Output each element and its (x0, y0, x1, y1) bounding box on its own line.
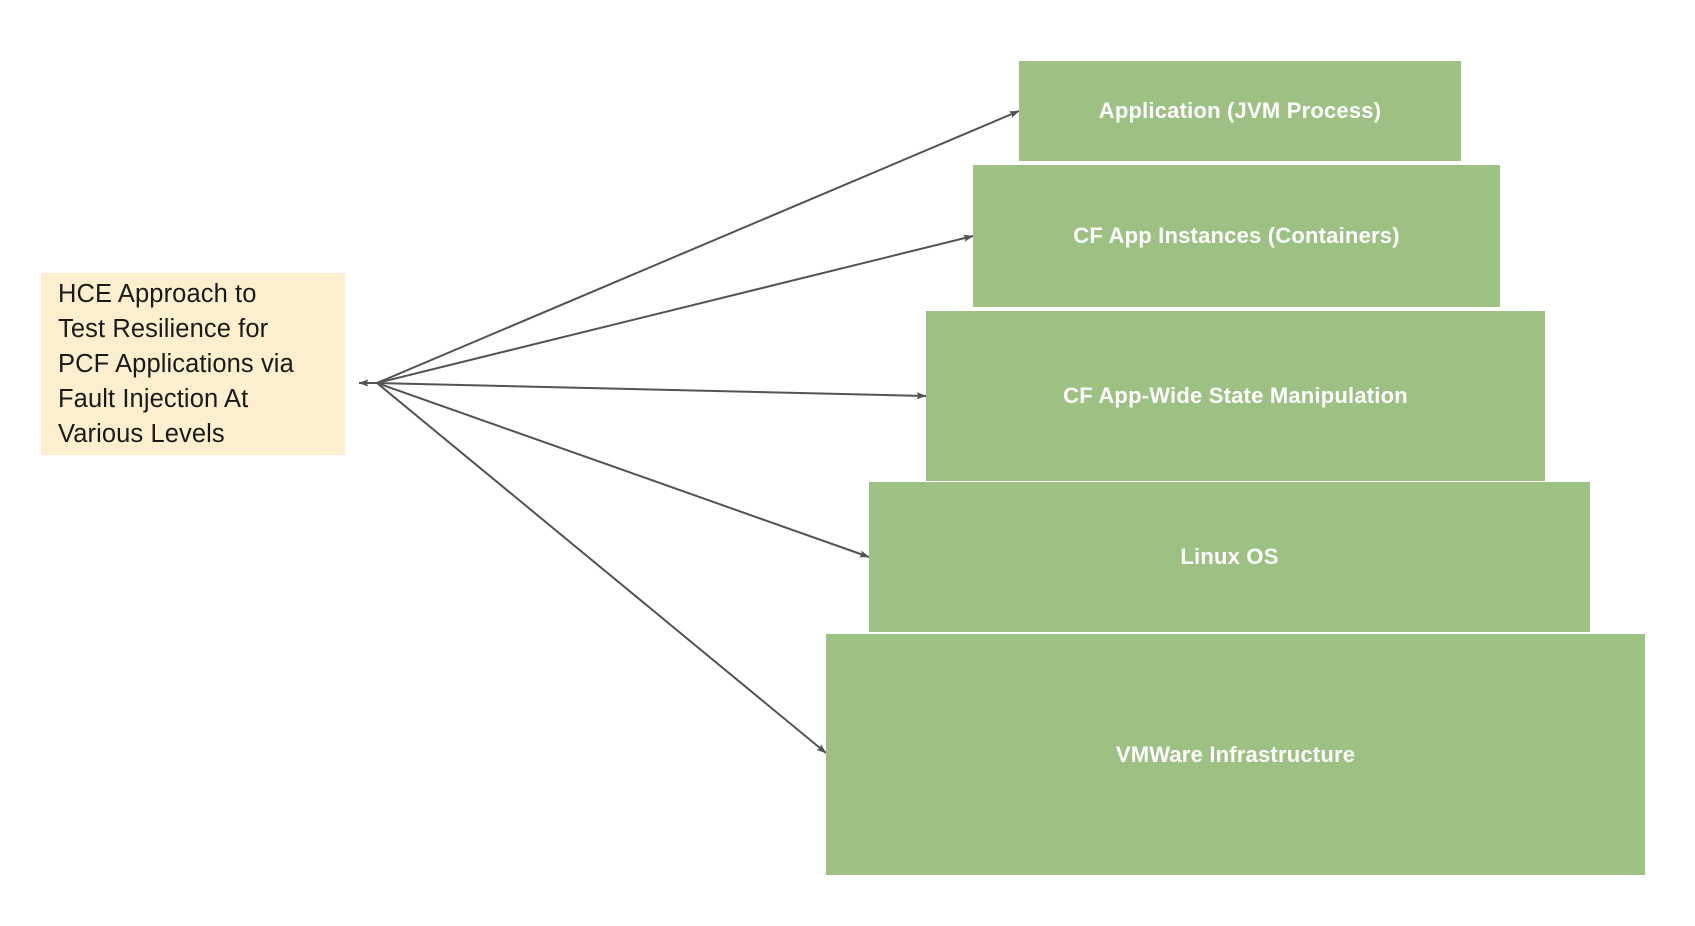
hce-approach-note-text: HCE Approach to Test Resilience for PCF … (58, 279, 294, 448)
layer-box-linux-os[interactable]: Linux OS (869, 482, 1590, 632)
connector-to-application-jvm-process (376, 110, 1020, 384)
layer-label-cf-app-wide-state-manipulation: CF App-Wide State Manipulation (1063, 383, 1408, 408)
layer-box-vmware-infrastructure[interactable]: VMWare Infrastructure (826, 634, 1645, 875)
layer-box-application-jvm-process[interactable]: Application (JVM Process) (1019, 61, 1461, 161)
hce-approach-note: HCE Approach to Test Resilience for PCF … (41, 273, 345, 455)
layer-label-application-jvm-process: Application (JVM Process) (1098, 98, 1382, 123)
layer-label-linux-os: Linux OS (1180, 544, 1279, 569)
layer-label-vmware-infrastructure: VMWare Infrastructure (1115, 741, 1356, 767)
connector-to-vmware-infrastructure (376, 382, 827, 754)
connector-to-cf-app-instances-containers (376, 234, 974, 384)
layer-box-cf-app-instances-containers[interactable]: CF App Instances (Containers) (973, 165, 1500, 307)
layer-label-cf-app-instances-containers: CF App Instances (Containers) (1073, 223, 1400, 248)
layer-box-cf-app-wide-state-manipulation[interactable]: CF App-Wide State Manipulation (926, 311, 1545, 481)
connector-to-cf-app-wide-state-manipulation (376, 382, 927, 400)
connector-to-linux-os (376, 382, 870, 558)
